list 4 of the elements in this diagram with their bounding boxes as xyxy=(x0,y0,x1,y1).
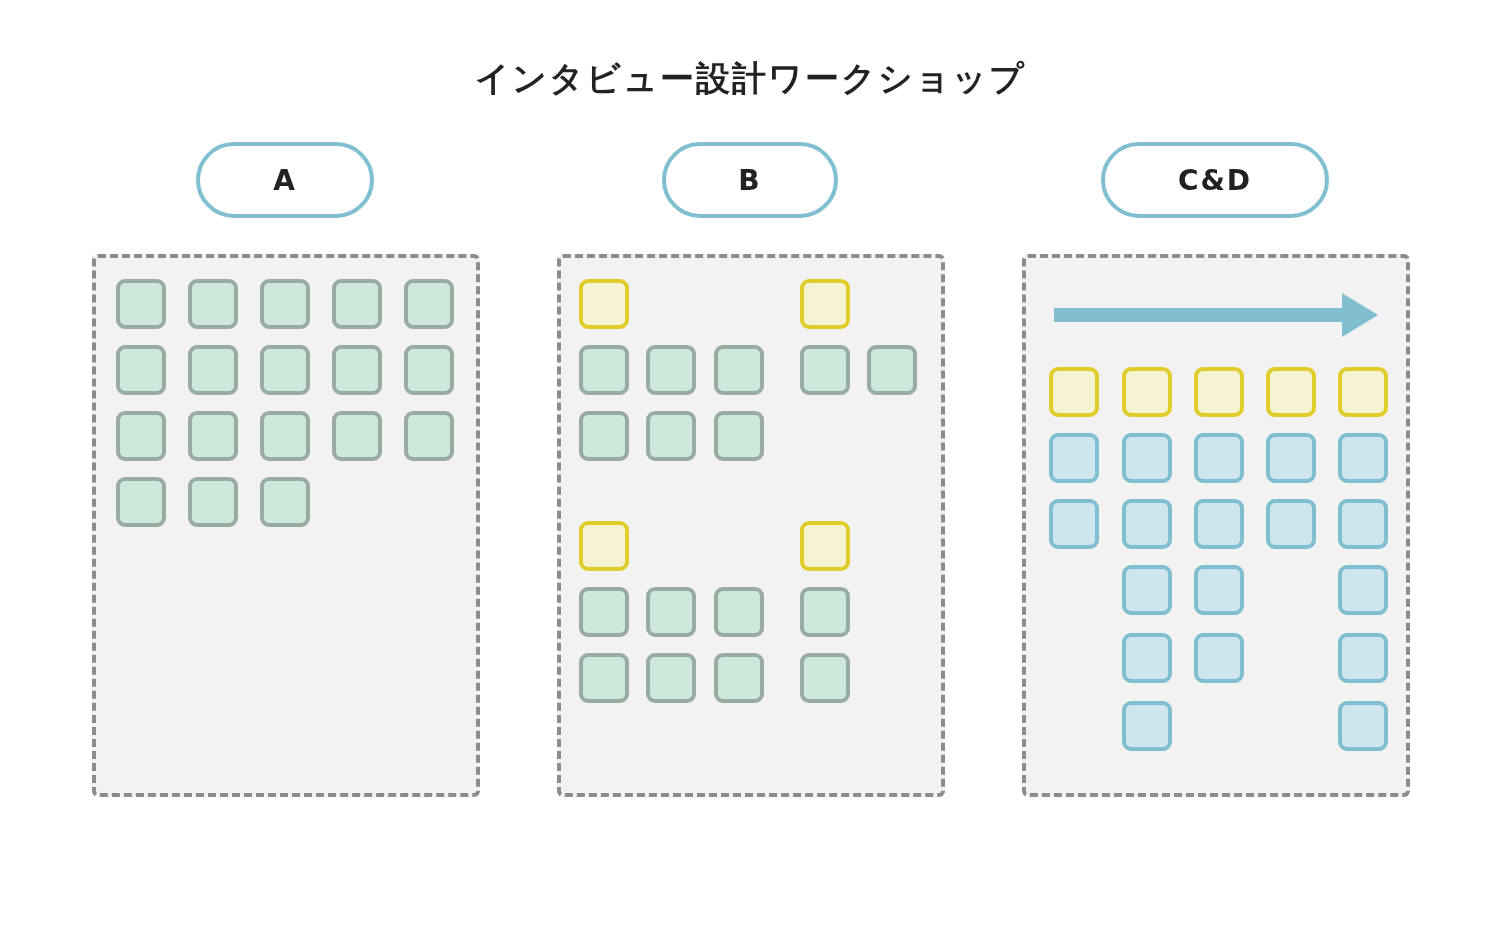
label-pill: A xyxy=(196,142,374,218)
title: インタビュー設計ワークショップ xyxy=(473,57,1027,100)
label-pill: C&D xyxy=(1101,142,1329,218)
label-pill: B xyxy=(662,142,838,218)
